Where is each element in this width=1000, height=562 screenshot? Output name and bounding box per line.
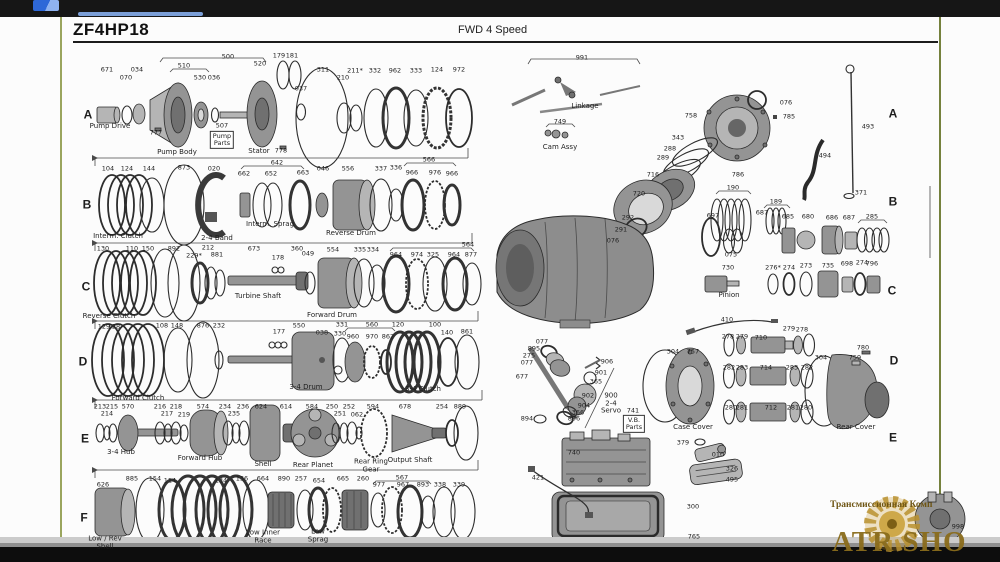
drive-flange <box>653 90 777 190</box>
reverse-clutch-row <box>93 244 482 322</box>
watermark-company-text: Трансмиссионная Комп <box>830 500 933 510</box>
wiring-harness <box>528 466 593 518</box>
hub-planet-row <box>95 404 479 462</box>
scrollbar-track[interactable] <box>0 537 1000 543</box>
transmission-case <box>495 215 655 329</box>
forward-clutch-row <box>91 321 480 399</box>
intermediate-clutch-row <box>98 164 462 246</box>
case-cover <box>642 347 715 425</box>
linkage-assembly <box>511 76 641 139</box>
page-subtitle: FWD 4 Speed <box>458 24 528 36</box>
oil-pan <box>551 491 665 543</box>
dipstick-and-tube <box>802 64 855 201</box>
page-edge-line-left <box>60 17 62 537</box>
low-reverse-row <box>94 474 476 546</box>
bottom-letterbox <box>0 547 1000 562</box>
scrollbar-shadow <box>0 543 1000 547</box>
app-logo-icon[interactable] <box>33 0 59 11</box>
scroll-progress-bar <box>78 12 203 16</box>
solenoid-oring <box>694 438 706 446</box>
rear-cover <box>804 350 890 430</box>
flow-lines <box>92 57 931 485</box>
page-edge-line-right <box>939 17 941 537</box>
sensor-harness <box>685 319 778 336</box>
pump-seal-rings <box>276 60 473 169</box>
valve-body <box>561 429 651 487</box>
oil-filter <box>689 458 743 486</box>
app-top-bar <box>0 0 1000 17</box>
solenoid <box>694 442 727 462</box>
oil-cooler <box>914 491 966 545</box>
page-title: ZF4HP18 <box>73 20 150 39</box>
title-rule <box>73 41 938 43</box>
servo-assembly <box>527 344 615 429</box>
pinion-row <box>704 270 881 298</box>
atp-shop-watermark: Трансмиссионная Комп ATR SHO <box>828 486 1000 562</box>
pump-assembly <box>96 80 287 150</box>
watermark-brand-text: ATR SHO <box>832 526 967 558</box>
gear-shaft-rows <box>722 333 816 425</box>
servo-springs-and-drums <box>701 198 890 257</box>
gear-logo-icon <box>864 496 920 552</box>
